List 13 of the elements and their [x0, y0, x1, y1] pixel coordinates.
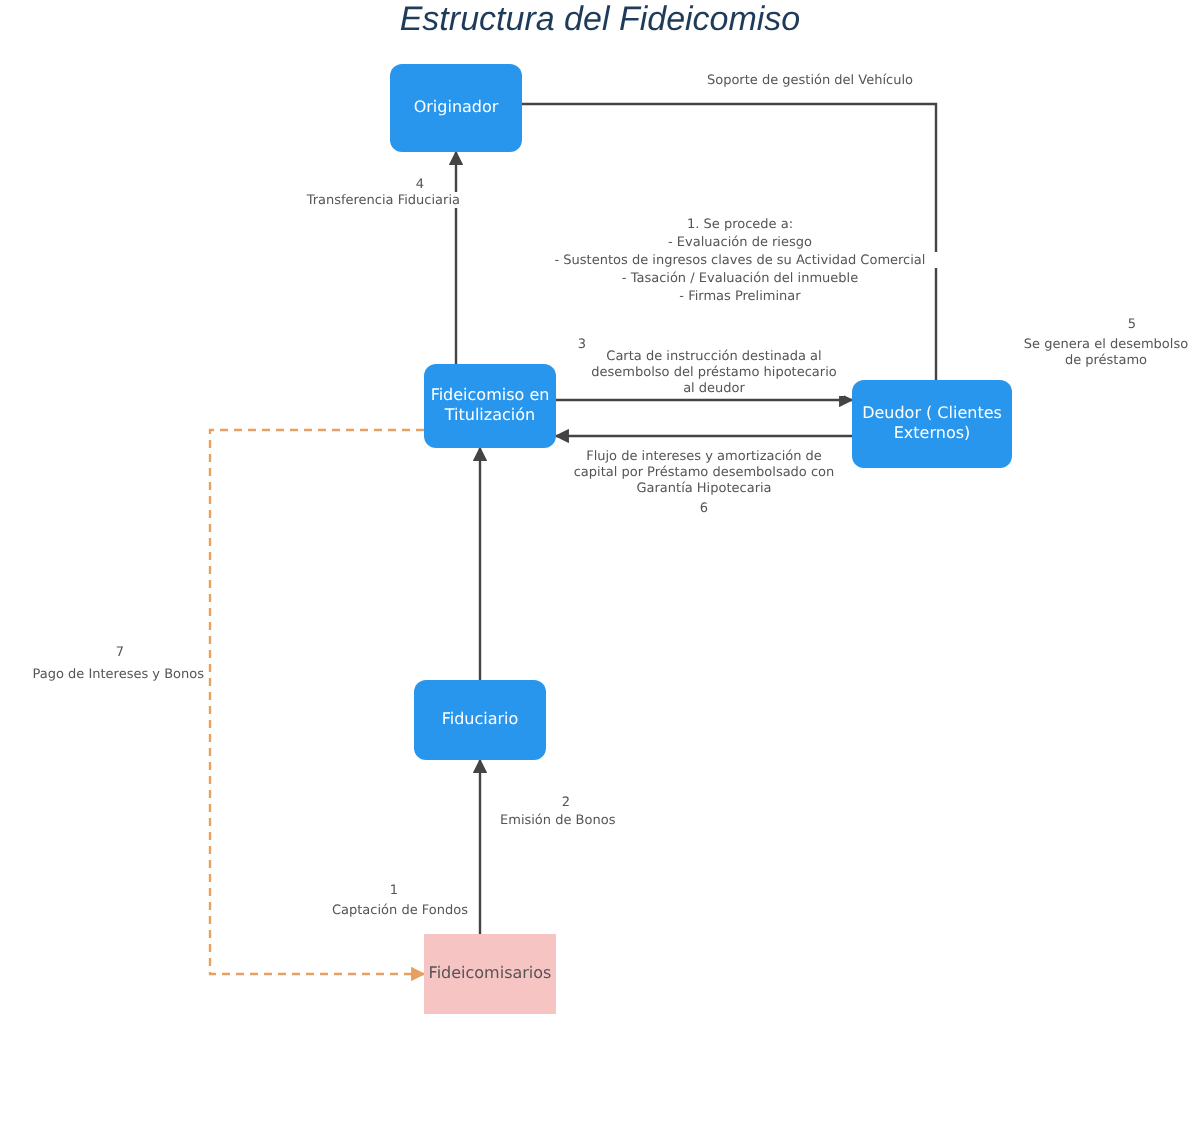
- arrow: [472, 758, 488, 934]
- process-box: Fideicomisarios: [424, 934, 556, 1014]
- process-box: Fideicomiso en Titulización: [424, 364, 556, 448]
- process-box: Originador: [390, 64, 522, 152]
- arrow: [208, 428, 426, 982]
- process-box: Deudor ( Clientes Externos): [852, 380, 1012, 468]
- arrow: [448, 150, 464, 364]
- connector-line: [522, 102, 938, 380]
- arrow: [556, 392, 854, 408]
- arrow: [472, 446, 488, 680]
- diagram-title: Estructura del Fideicomiso: [397, 0, 803, 40]
- process-box: Fiduciario: [414, 680, 546, 760]
- arrow: [554, 428, 852, 444]
